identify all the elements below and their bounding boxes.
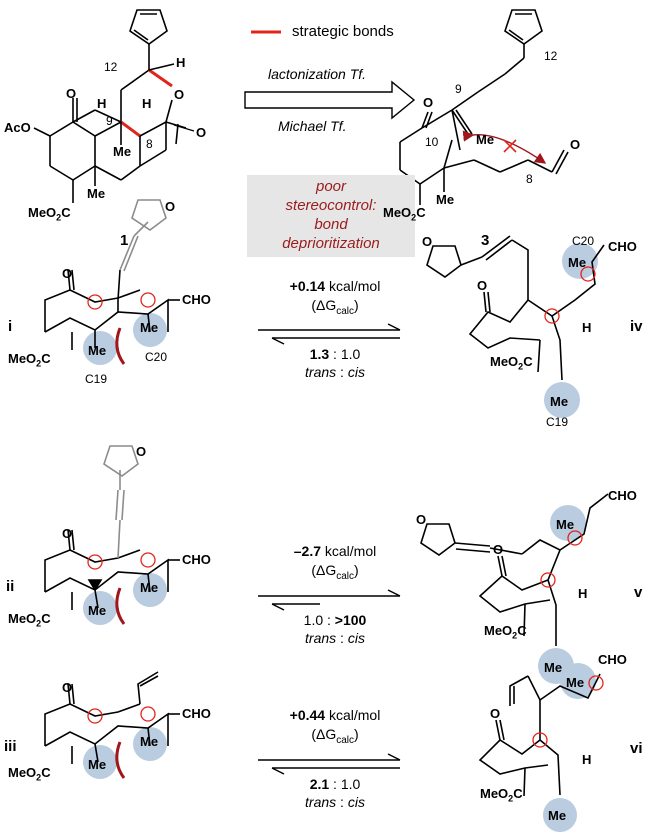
row-i-energy: +0.14 kcal/mol <box>289 278 381 294</box>
row-v-meo2c: MeO2C <box>484 623 527 641</box>
poor-line-1: poor <box>315 178 347 195</box>
row-i-me-c20: Me <box>140 320 159 335</box>
label-iii: iii <box>4 738 17 755</box>
c1-h-9a: H <box>97 96 107 111</box>
row-iii-vi-graphics <box>44 663 604 832</box>
c1-me-9: Me <box>113 144 132 159</box>
row-vi-meo2c: MeO2C <box>480 786 523 804</box>
compound-1-structure <box>33 9 195 203</box>
row-i-dg: (ΔGcalc) <box>311 297 359 317</box>
row-iv-c20: C20 <box>572 234 595 248</box>
row-v-furan-o: O <box>416 512 427 527</box>
row-i-c19: C19 <box>85 372 108 386</box>
c1-o-keto: O <box>66 86 77 101</box>
c1-aco: AcO <box>4 120 31 135</box>
row-i-meo2c: MeO2C <box>8 351 51 369</box>
c3-num8: 8 <box>526 172 533 186</box>
poor-line-3: bond <box>314 216 348 233</box>
row-i-cho: CHO <box>182 292 211 307</box>
row-i-me-c19: Me <box>88 343 107 358</box>
row-v-me-b: Me <box>544 660 563 675</box>
row-i-o: O <box>62 266 73 281</box>
row-iv-h: H <box>582 320 592 335</box>
label-iv: iv <box>630 318 643 335</box>
row-iv-c19: C19 <box>546 415 569 429</box>
row-iii-dg: (ΔGcalc) <box>311 726 359 746</box>
c3-num10: 10 <box>425 135 439 149</box>
c1-num9: 9 <box>106 114 113 128</box>
row-v-o: O <box>493 542 504 557</box>
c3-o-keto: O <box>423 95 434 110</box>
label-ii: ii <box>6 578 15 595</box>
row-iv-meo2c: MeO2C <box>490 354 533 372</box>
big-transform-arrow <box>244 80 416 120</box>
legend-label: strategic bonds <box>292 23 394 40</box>
c1-h-8: H <box>142 96 152 111</box>
poor-stereocontrol-box: poor stereocontrol: bond deprioritizatio… <box>247 175 415 257</box>
c3-me-vinyl: Me <box>476 132 495 147</box>
c3-o-aldehyde: O <box>570 137 581 152</box>
row-v-cho: CHO <box>608 488 637 503</box>
label-v: v <box>634 584 643 601</box>
row-ii-furan-o: O <box>136 444 147 459</box>
row-i-iv-graphics <box>44 199 605 418</box>
c1-num12: 12 <box>104 60 118 74</box>
poor-line-2: stereocontrol: <box>285 197 377 214</box>
row-iv-o: O <box>477 278 488 293</box>
c1-me-5: Me <box>87 186 106 201</box>
row-iv-me-c19: Me <box>550 394 569 409</box>
row-iii-o: O <box>62 680 73 695</box>
row-ii-cho: CHO <box>182 552 211 567</box>
label-i: i <box>8 318 13 335</box>
compound-3-label: 3 <box>481 232 490 249</box>
row-ii-v-graphics <box>44 445 609 684</box>
c1-num8: 8 <box>146 137 153 151</box>
row-ii-ratio: 1.0 : >100 <box>303 612 367 628</box>
c3-meo2c: MeO2C <box>383 205 426 223</box>
row-i-trans-cis: trans : cis <box>305 364 365 380</box>
row-i-c20: C20 <box>145 350 168 364</box>
compound-1-label: 1 <box>120 232 129 249</box>
row-iii-ratio: 2.1 : 1.0 <box>309 776 361 792</box>
row-v-me-a: Me <box>556 517 575 532</box>
row-vi-me-a: Me <box>566 675 585 690</box>
c3-me-quat: Me <box>436 192 455 207</box>
row-iii-me-a: Me <box>88 757 107 772</box>
arrow-top-label: lactonization Tf. <box>268 66 367 82</box>
row-vi-o: O <box>490 706 501 721</box>
row-vi-me-b: Me <box>548 808 567 823</box>
row-iii-meo2c: MeO2C <box>8 765 51 783</box>
c1-h-12: H <box>176 55 186 70</box>
row-ii-trans-cis: trans : cis <box>305 630 365 646</box>
row-vi-cho: CHO <box>598 652 627 667</box>
row-iv-me-c20: Me <box>568 255 587 270</box>
row-v-h: H <box>578 586 588 601</box>
c3-num9: 9 <box>455 82 462 96</box>
label-vi: vi <box>630 740 643 757</box>
row-ii-meo2c: MeO2C <box>8 611 51 629</box>
row-ii-dg: (ΔGcalc) <box>311 562 359 582</box>
row-iv-cho: CHO <box>608 239 637 254</box>
c1-o-lactone: O <box>196 125 207 140</box>
arrow-bottom-label: Michael Tf. <box>278 118 347 134</box>
row-i-furan-o: O <box>165 199 176 214</box>
row-iii-energy: +0.44 kcal/mol <box>289 707 381 723</box>
row-ii-me-a: Me <box>88 603 107 618</box>
row-iii-cho: CHO <box>182 706 211 721</box>
c1-meo2c: MeO2C <box>28 205 71 223</box>
compound-3-structure <box>399 9 569 205</box>
row-iii-trans-cis: trans : cis <box>305 794 365 810</box>
row-ii-me-b: Me <box>140 580 159 595</box>
row-ii-energy: –2.7 kcal/mol <box>293 543 377 559</box>
poor-line-4: deprioritization <box>282 235 380 252</box>
row-iii-me-b: Me <box>140 734 159 749</box>
row-ii-o: O <box>62 526 73 541</box>
row-i-ratio: 1.3 : 1.0 <box>309 346 361 362</box>
row-iv-furan-o: O <box>422 234 433 249</box>
row-vi-h: H <box>582 752 592 767</box>
c3-num12: 12 <box>544 49 558 63</box>
c1-o-ring: O <box>174 87 185 102</box>
